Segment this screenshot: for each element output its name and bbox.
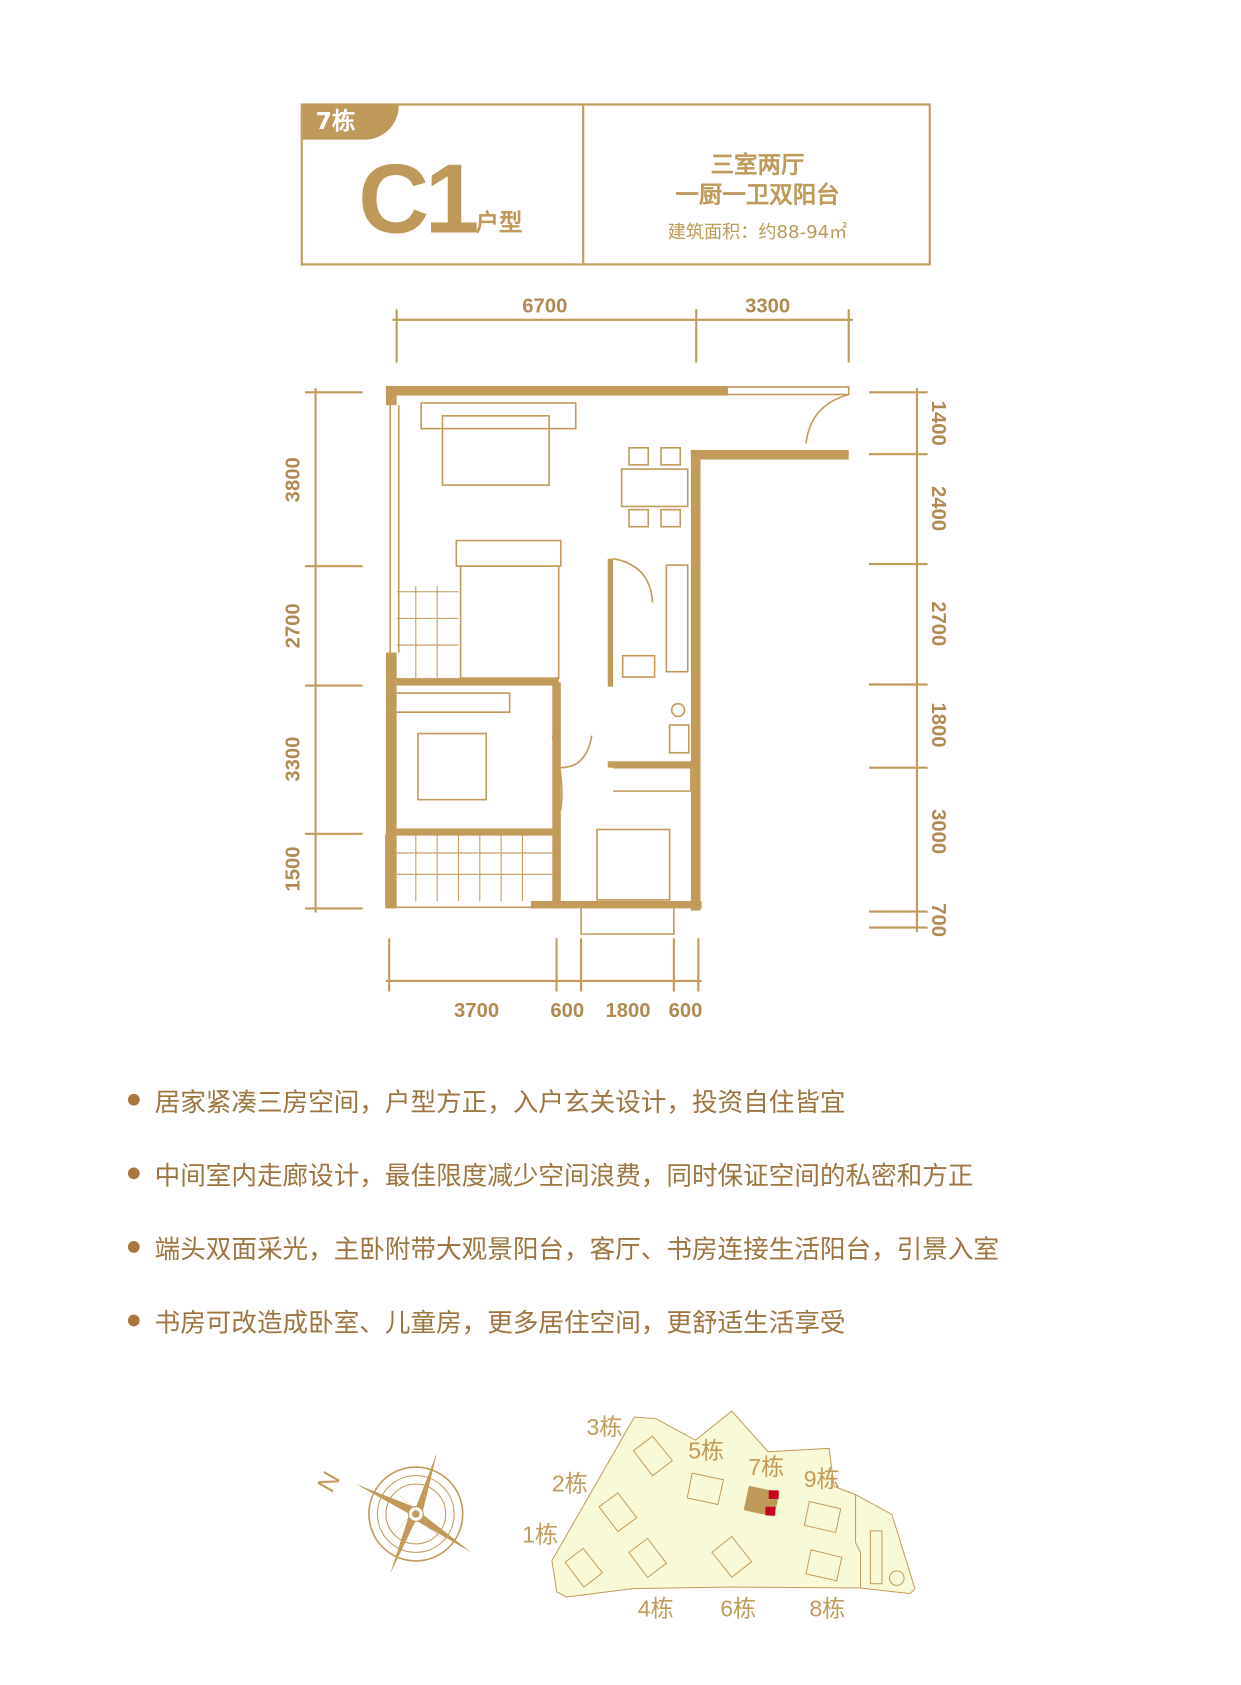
dim-right-6: 700 bbox=[927, 903, 949, 937]
north-label: N bbox=[312, 1467, 345, 1497]
layout-line2: 一厨一卫双阳台 bbox=[675, 182, 840, 209]
feature-item: 中间室内走廊设计，最佳限度减少空间浪费，同时保证空间的私密和方正 bbox=[127, 1155, 974, 1192]
bullet-icon bbox=[127, 1093, 140, 1106]
unit-highlight bbox=[768, 1490, 779, 1499]
dim-top-1: 6700 bbox=[522, 295, 567, 317]
bullet-icon bbox=[127, 1241, 140, 1253]
dim-right-5: 3000 bbox=[927, 809, 949, 854]
feature-item: 居家紧凑三房空间，户型方正，入户玄关设计，投资自住皆宜 bbox=[127, 1081, 846, 1118]
feature-text: 端头双面采光，主卧附带大观景阳台，客厅、书房连接生活阳台，引景入室 bbox=[154, 1234, 1000, 1265]
site-label-2: 2栋 bbox=[552, 1470, 588, 1496]
bullet-icon bbox=[127, 1167, 140, 1180]
building-area: 建筑面积：约88-94㎡ bbox=[667, 221, 848, 244]
building-3 bbox=[632, 1435, 674, 1477]
dim-right-1: 1400 bbox=[927, 401, 949, 446]
layout-line1: 三室两厅 bbox=[710, 152, 805, 180]
dim-right-2: 2400 bbox=[927, 486, 949, 531]
site-label-1: 1栋 bbox=[522, 1521, 558, 1547]
building-2 bbox=[598, 1492, 638, 1533]
unit-header-box: 7栋 C1 户型 三室两厅 一厨一卫双阳台 建筑面积：约88-94㎡ bbox=[300, 103, 931, 266]
feature-text: 居家紧凑三房空间，户型方正，入户玄关设计，投资自住皆宜 bbox=[154, 1087, 846, 1118]
building-8 bbox=[805, 1549, 843, 1582]
site-boundary bbox=[551, 1410, 916, 1598]
site-map: 1栋 2栋 3栋 4栋 5栋 6栋 7栋 8栋 9栋 bbox=[522, 1410, 916, 1622]
bullet-icon bbox=[127, 1314, 140, 1327]
site-label-9: 9栋 bbox=[804, 1466, 840, 1492]
floor-plan: 6700 3300 3800 2700 3300 1500 1400 2400 … bbox=[283, 295, 949, 1022]
dim-bottom-4: 600 bbox=[669, 1000, 703, 1022]
unit-suffix: 户型 bbox=[475, 210, 523, 237]
feature-item: 端头双面采光，主卧附带大观景阳台，客厅、书房连接生活阳台，引景入室 bbox=[127, 1228, 1000, 1265]
building-9 bbox=[803, 1500, 842, 1534]
dimension-lines bbox=[304, 309, 928, 992]
site-label-3: 3栋 bbox=[587, 1414, 623, 1440]
dim-bottom-1: 3700 bbox=[454, 1000, 499, 1022]
unit-highlight bbox=[765, 1506, 776, 1516]
dim-left-3: 3300 bbox=[283, 737, 305, 782]
plan-outlines bbox=[385, 386, 850, 935]
building-1 bbox=[564, 1547, 604, 1588]
dim-right-4: 1800 bbox=[927, 702, 949, 747]
building-5 bbox=[686, 1472, 725, 1506]
walls bbox=[385, 385, 849, 911]
feature-item: 书房可改造成卧室、儿童房，更多居住空间，更舒适生活享受 bbox=[127, 1302, 846, 1339]
dim-bottom-3: 1800 bbox=[605, 1000, 650, 1022]
dim-top-2: 3300 bbox=[745, 295, 790, 317]
site-label-4: 4栋 bbox=[638, 1596, 674, 1622]
dim-bottom-2: 600 bbox=[550, 1000, 584, 1022]
dim-left-2: 2700 bbox=[283, 603, 305, 648]
building-4 bbox=[628, 1537, 668, 1579]
building-tag: 7栋 bbox=[302, 105, 399, 140]
dim-left-4: 1500 bbox=[283, 846, 305, 891]
dim-left-1: 3800 bbox=[283, 457, 305, 502]
dim-right-3: 2700 bbox=[927, 601, 949, 646]
site-label-6: 6栋 bbox=[720, 1596, 756, 1622]
header-divider bbox=[582, 105, 585, 264]
feature-text: 书房可改造成卧室、儿童房，更多居住空间，更舒适生活享受 bbox=[154, 1308, 846, 1339]
building-6 bbox=[711, 1535, 753, 1578]
site-label-8: 8栋 bbox=[809, 1596, 845, 1622]
site-label-7: 7栋 bbox=[748, 1454, 784, 1480]
feature-text: 中间室内走廊设计，最佳限度减少空间浪费，同时保证空间的私密和方正 bbox=[154, 1161, 974, 1191]
unit-code: C1 bbox=[358, 145, 479, 254]
site-label-5: 5栋 bbox=[688, 1437, 724, 1463]
compass-rose-icon: N bbox=[312, 1452, 472, 1574]
